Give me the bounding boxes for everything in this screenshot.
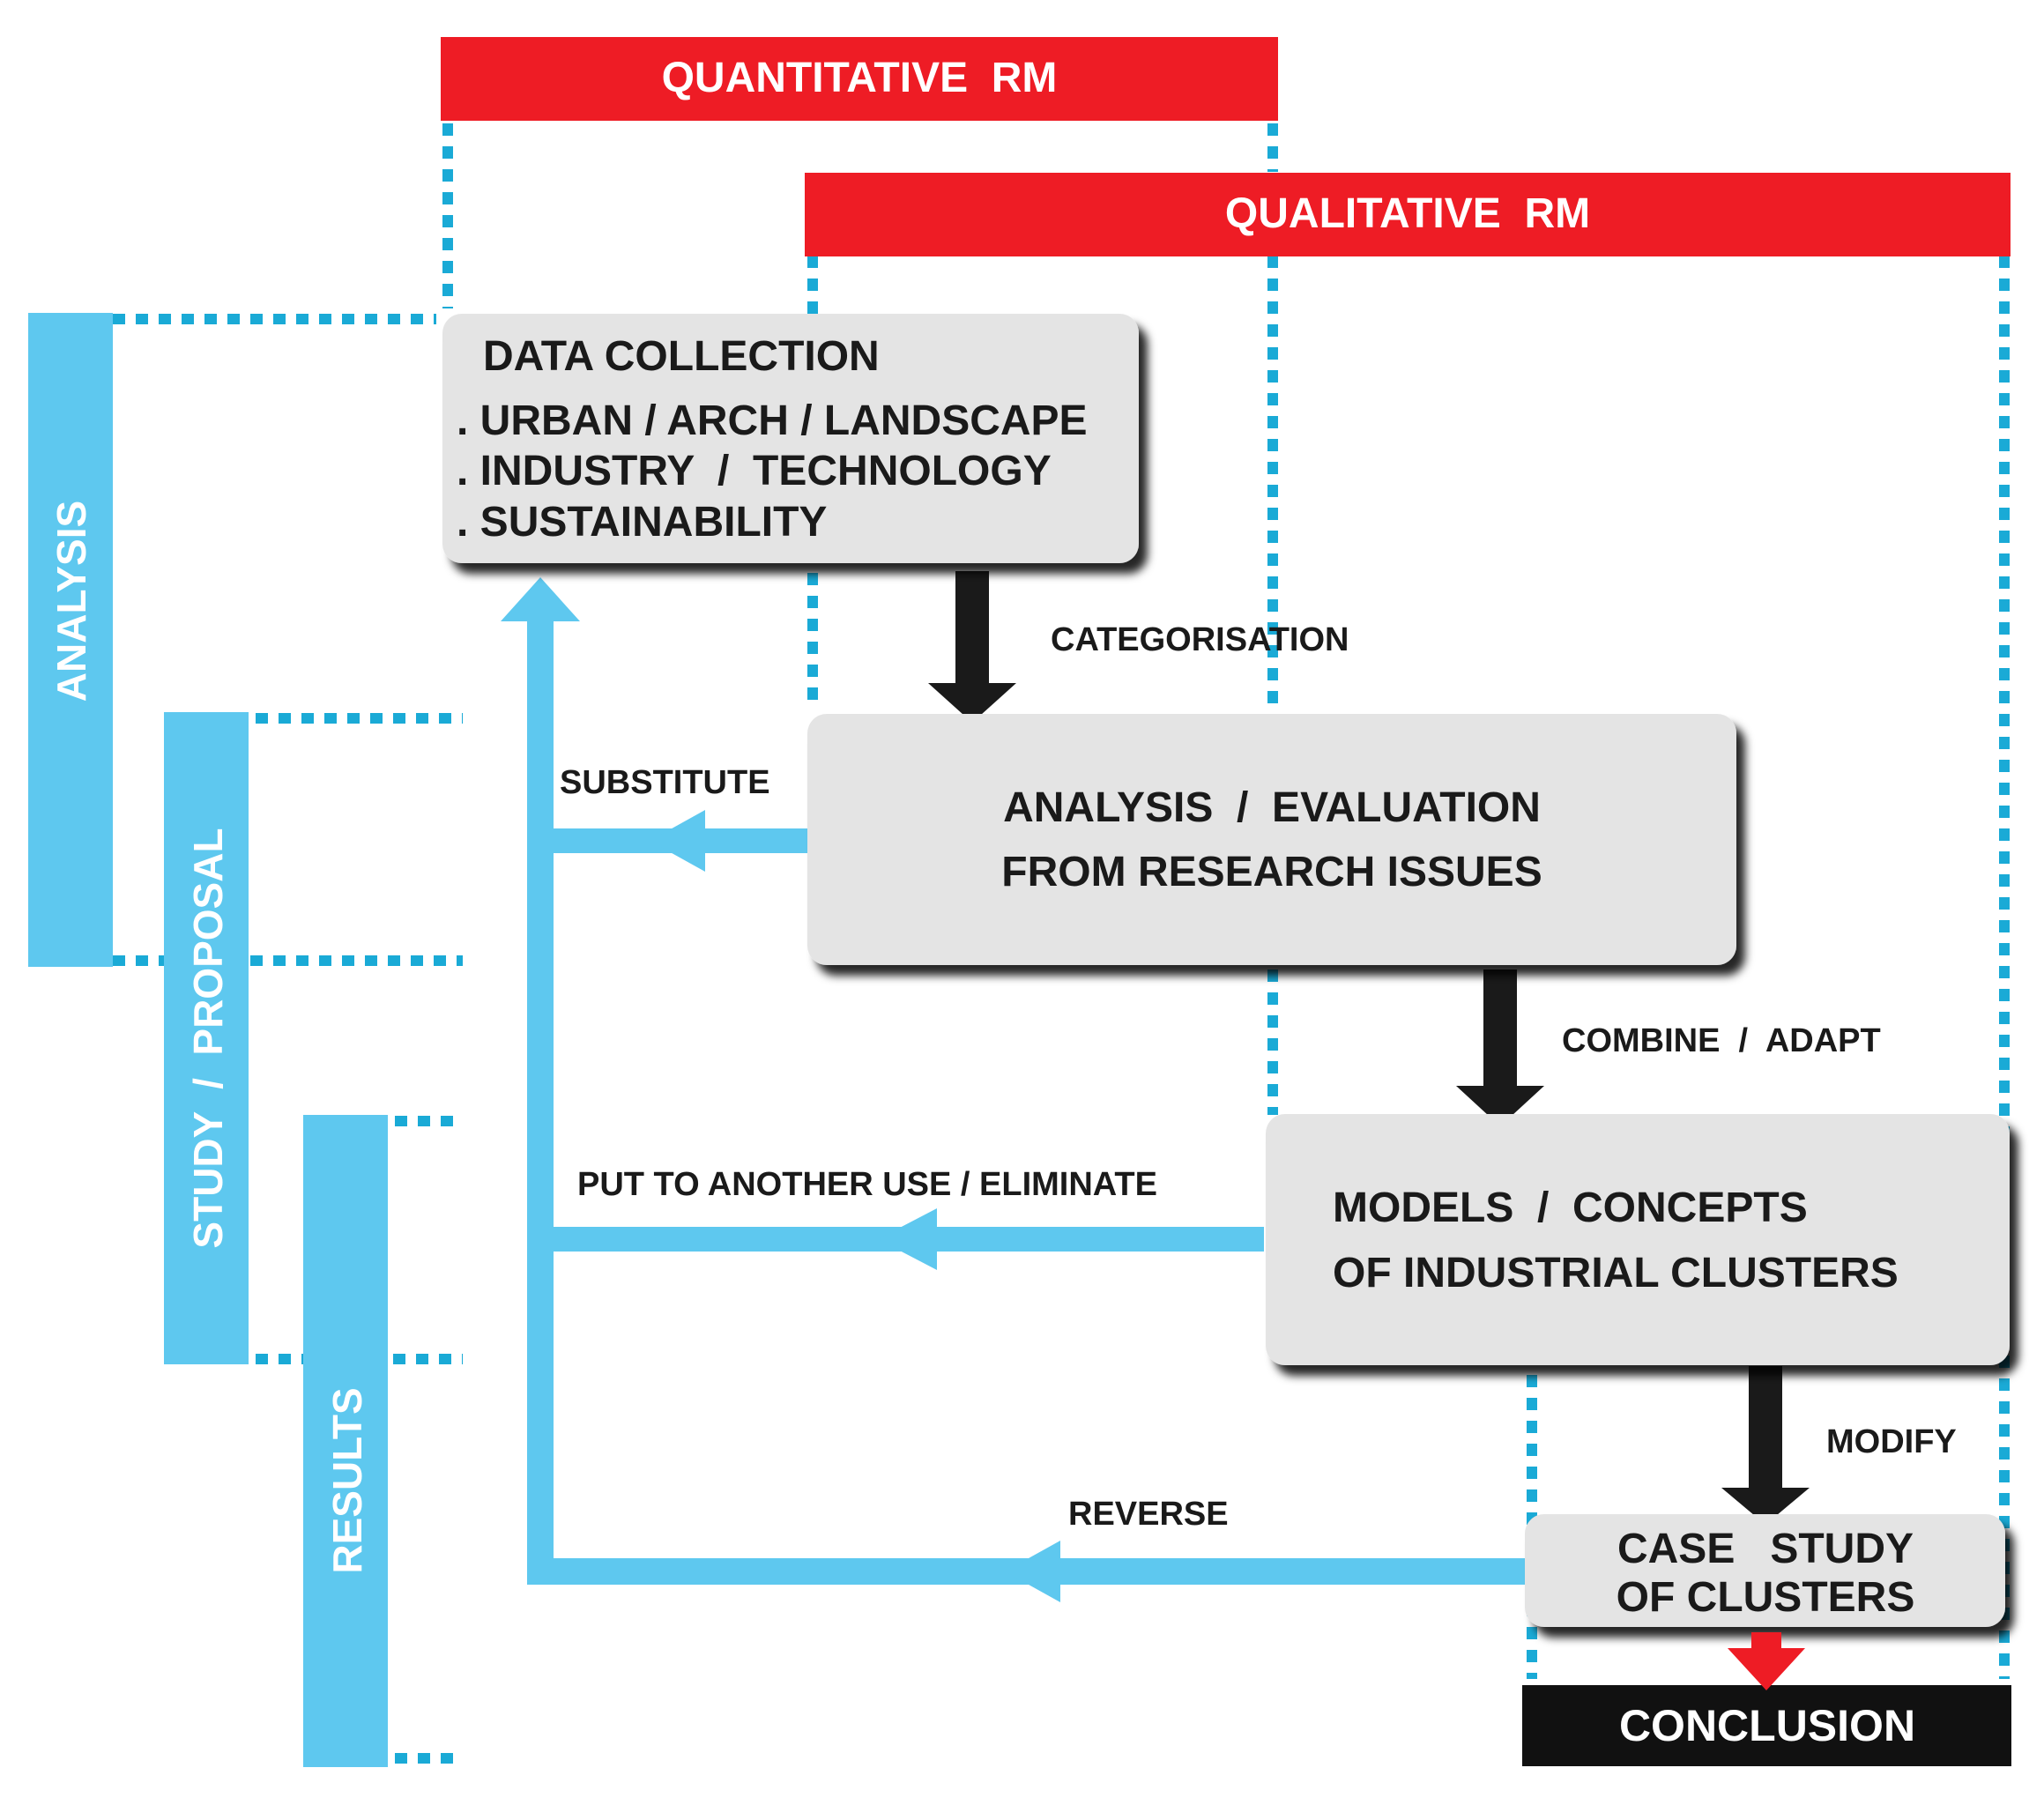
analysis-evaluation-box xyxy=(807,714,1736,965)
reverse-label: REVERSE xyxy=(1068,1496,1229,1533)
categorisation-arrow-shaft xyxy=(955,571,989,686)
combine-arrow-shaft xyxy=(1483,969,1517,1088)
substitute-arrowhead xyxy=(650,810,705,872)
case-study-line1: CASE STUDY xyxy=(1617,1526,1914,1572)
models-concepts-box xyxy=(1266,1114,2010,1365)
data-collection-item-urban: . URBAN / ARCH / LANDSCAPE xyxy=(457,397,1088,444)
study-proposal-phase-label: STUDY / PROPOSAL xyxy=(185,828,231,1248)
feedback-up-arrowhead xyxy=(501,577,580,621)
modify-arrowhead xyxy=(1721,1488,1810,1525)
case-study-line2: OF CLUSTERS xyxy=(1617,1574,1915,1621)
categorisation-arrowhead xyxy=(928,683,1016,723)
feedback-loop xyxy=(501,577,1532,1602)
categorisation-label: CATEGORISATION xyxy=(1051,621,1349,658)
qualitative-rm-label: QUALITATIVE RM xyxy=(1225,190,1590,237)
conclusion-arrowhead xyxy=(1728,1648,1805,1690)
study-proposal-phase-bar xyxy=(164,712,249,1364)
models-concepts-line1: MODELS / CONCEPTS xyxy=(1333,1185,1808,1231)
results-phase-label: RESULTS xyxy=(324,1387,370,1573)
quantitative-rm-label: QUANTITATIVE RM xyxy=(662,55,1058,101)
combine-arrowhead xyxy=(1456,1086,1544,1126)
modify-label: MODIFY xyxy=(1826,1423,1957,1460)
qualitative-rm-bar xyxy=(805,173,2011,256)
analysis-evaluation-line2: FROM RESEARCH ISSUES xyxy=(1001,849,1542,895)
data-collection-title: DATA COLLECTION xyxy=(483,333,880,380)
data-collection-box xyxy=(442,314,1139,563)
feedback-return-line xyxy=(527,617,554,1585)
data-collection-item-industry: . INDUSTRY / TECHNOLOGY xyxy=(457,448,1052,494)
modify-arrow-shaft xyxy=(1749,1366,1782,1491)
case-study-box xyxy=(1525,1514,2005,1627)
put-to-another-use-label: PUT TO ANOTHER USE / ELIMINATE xyxy=(577,1166,1157,1203)
data-collection-item-sustainability: . SUSTAINABILITY xyxy=(457,499,827,546)
conclusion-box xyxy=(1522,1685,2011,1766)
quantitative-rm-bar xyxy=(441,37,1278,121)
process-arrows xyxy=(928,571,1810,1525)
conclusion-label: CONCLUSION xyxy=(1619,1701,1915,1750)
results-phase-bar xyxy=(303,1115,388,1767)
analysis-evaluation-line1: ANALYSIS / EVALUATION xyxy=(1003,784,1541,831)
conclusion-arrow-shaft xyxy=(1751,1632,1781,1652)
substitute-label: SUBSTITUTE xyxy=(560,764,770,801)
reverse-arrowhead xyxy=(1005,1541,1060,1602)
conclusion-arrow xyxy=(1728,1632,1805,1690)
combine-adapt-label: COMBINE / ADAPT xyxy=(1562,1022,1881,1059)
eliminate-arrowhead xyxy=(878,1208,937,1270)
analysis-phase-label: ANALYSIS xyxy=(48,501,94,702)
analysis-phase-bar xyxy=(28,313,113,967)
models-concepts-line2: OF INDUSTRIAL CLUSTERS xyxy=(1333,1250,1899,1296)
dotted-guides xyxy=(113,123,2010,1764)
